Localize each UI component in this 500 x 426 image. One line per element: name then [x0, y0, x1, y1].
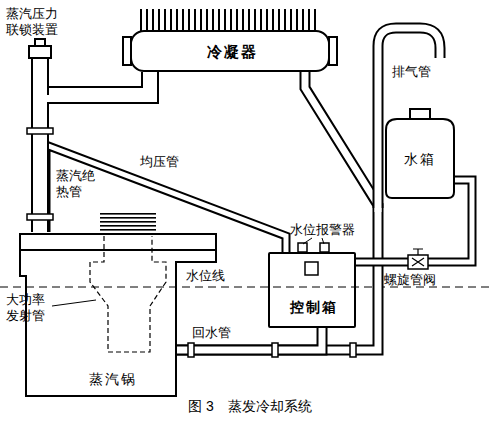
pipe-wall	[176, 72, 378, 350]
vessel-shape: 蒸汽锅	[18, 232, 218, 398]
component-name: 冷凝器	[132, 43, 332, 61]
steam-pipe-stub	[33, 56, 47, 97]
condenser-fins	[140, 9, 320, 31]
transmitter-tube	[90, 236, 166, 352]
component-name: 控制箱	[270, 298, 358, 316]
interlock-valve	[29, 46, 51, 58]
tube-cooling-fins	[100, 212, 156, 232]
node-text-group: 控制箱	[270, 298, 358, 316]
float-switch	[305, 262, 318, 275]
water-level-sensor	[298, 243, 307, 252]
pipe-label: 螺旋管阀	[384, 272, 446, 288]
figure-caption: 图 3 蒸发冷却系统	[0, 398, 500, 416]
pipe-flange	[27, 214, 53, 220]
pipe-flange	[272, 343, 278, 357]
pipe-connector	[176, 72, 378, 350]
part-label: 排气管	[392, 64, 442, 80]
pipe-label: 回水管	[192, 325, 242, 341]
component-name: 蒸汽锅	[68, 370, 158, 388]
component-name: 水箱	[386, 150, 454, 168]
node-text-group: 水箱	[386, 150, 454, 168]
pipe-bore	[46, 145, 286, 252]
water-level-sensor	[320, 243, 329, 252]
pipe-wall	[46, 145, 286, 252]
part-label: 大功率发射管	[6, 292, 51, 324]
pipe-connector	[40, 72, 150, 232]
pipe-bore	[176, 72, 378, 350]
vessel-outline-path	[386, 109, 454, 198]
condenser-end-cap	[329, 37, 337, 65]
vessel-shape: 水箱	[382, 106, 458, 200]
pipe-flange	[188, 343, 194, 357]
pipe-flange	[350, 343, 356, 357]
pipe-connector	[46, 145, 286, 252]
vessel-outline-path	[20, 234, 216, 396]
spiral-valve-mark	[412, 249, 424, 266]
leader-line	[52, 300, 96, 306]
part-label: 水位线	[186, 268, 236, 284]
exhaust-pipe	[378, 28, 440, 208]
interlock-valve-cap	[35, 39, 45, 46]
pipe-bore	[40, 72, 150, 232]
node-text-group: 冷凝器	[132, 43, 332, 61]
part-label: 蒸汽绝热管	[56, 168, 100, 200]
component-box: 冷凝器	[130, 30, 330, 72]
pipe-flange	[27, 128, 53, 134]
exhaust-pipe	[378, 28, 440, 212]
node-text-group: 蒸汽锅	[68, 370, 158, 388]
part-label: 水位报警器	[290, 222, 370, 238]
leader-line	[303, 238, 324, 244]
pipe-wall	[40, 72, 150, 232]
pipe-label: 均压管	[140, 154, 190, 170]
part-label: 蒸汽压力联锁装置	[6, 6, 66, 38]
